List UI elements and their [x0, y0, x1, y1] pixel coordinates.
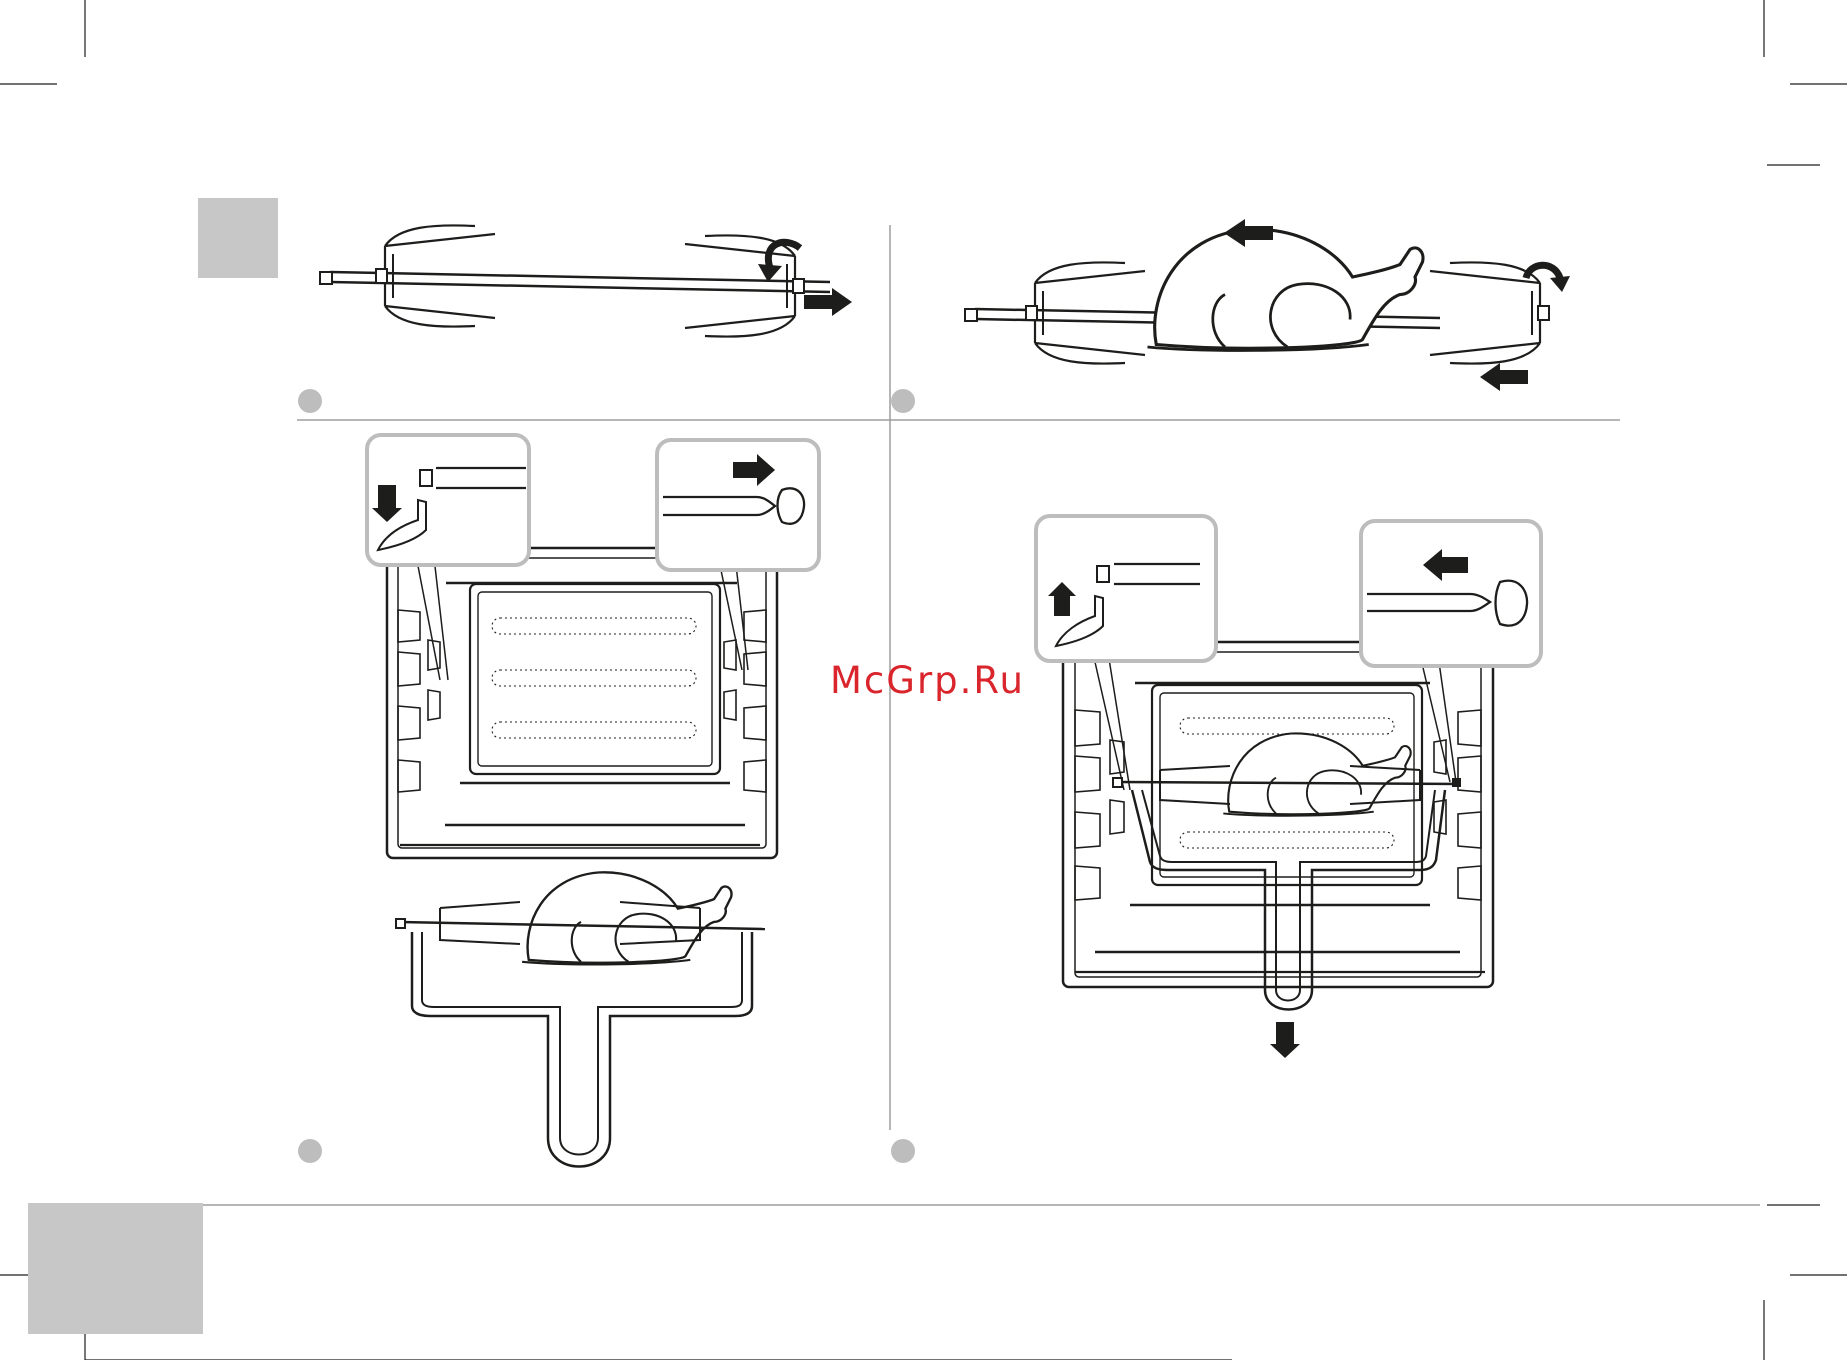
page-footer-tab: [28, 1203, 203, 1334]
watermark-text: McGrp.Ru: [830, 662, 1025, 699]
remove-spit-with-handle-figure: [1036, 516, 1541, 1058]
insert-spit-into-oven-figure: [367, 435, 819, 1167]
language-tab: [198, 198, 278, 278]
chicken-on-spit-figure: [965, 219, 1570, 391]
spit-fork-release-figure: [320, 225, 852, 336]
